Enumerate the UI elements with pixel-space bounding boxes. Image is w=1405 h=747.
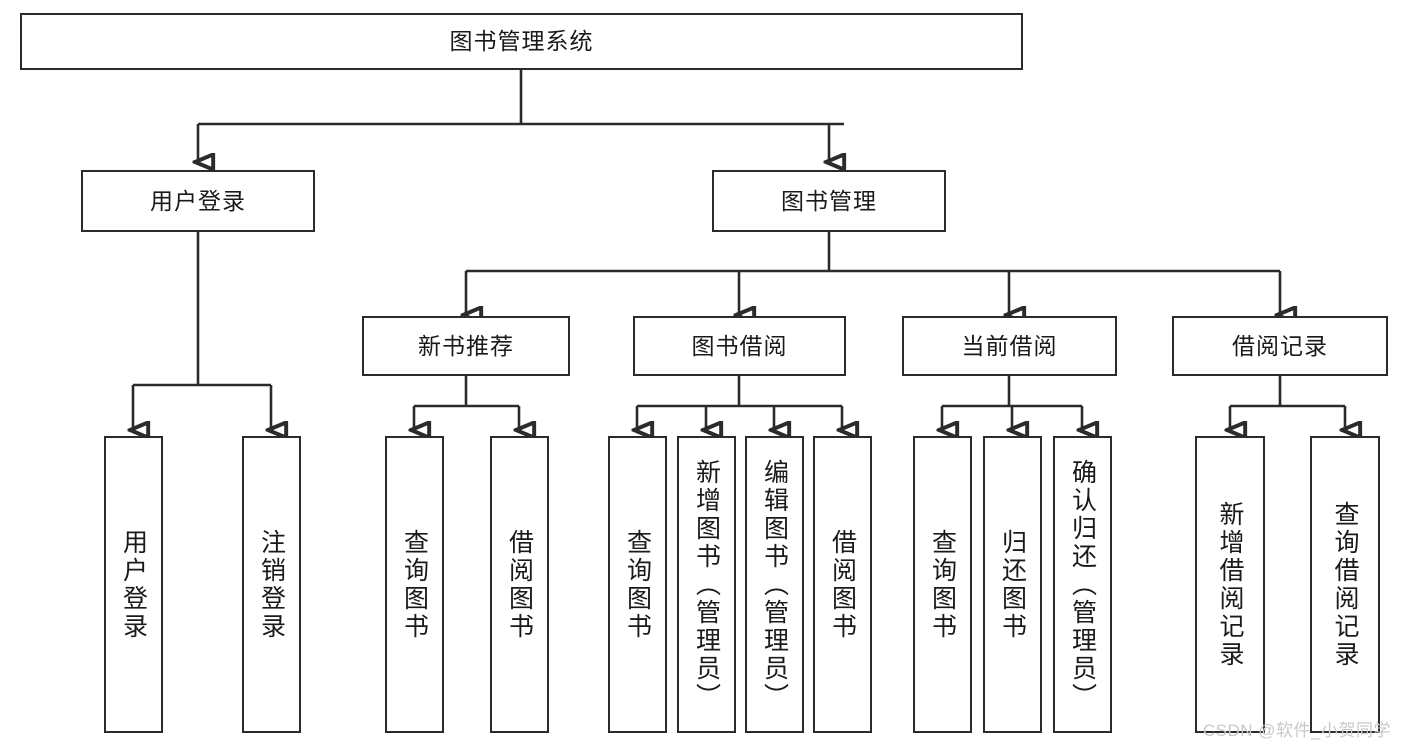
node-label: 图书借阅 [691, 332, 788, 359]
node-borrow-record[interactable]: 借阅记录 [1172, 316, 1388, 376]
csdn-watermark: CSDN @软件_小贺同学 [1202, 721, 1391, 740]
node-label: 新增借阅记录 [1216, 500, 1244, 669]
leaf-book-borrow-add-book-admin[interactable]: 新增图书（管理员） [677, 436, 736, 733]
leaf-borrow-record-query-record[interactable]: 查询借阅记录 [1310, 436, 1380, 733]
leaf-new-book-query-book[interactable]: 查询图书 [385, 436, 444, 733]
leaf-book-borrow-borrow-book[interactable]: 借阅图书 [813, 436, 872, 733]
node-label: 借阅图书 [828, 528, 857, 641]
node-label: 用户登录 [119, 528, 148, 641]
node-book-management[interactable]: 图书管理 [712, 170, 946, 232]
node-label: 查询图书 [928, 528, 957, 641]
leaf-book-borrow-edit-book-admin[interactable]: 编辑图书（管理员） [745, 436, 804, 733]
leaf-current-borrow-query-book[interactable]: 查询图书 [913, 436, 972, 733]
node-label: 图书管理系统 [449, 28, 594, 55]
node-label: 借阅图书 [505, 528, 534, 641]
node-label: 图书管理 [781, 187, 877, 214]
node-new-book-recommend[interactable]: 新书推荐 [362, 316, 570, 376]
leaf-current-borrow-return-book[interactable]: 归还图书 [983, 436, 1042, 733]
node-label: 归还图书 [998, 528, 1027, 641]
leaf-book-borrow-query-book[interactable]: 查询图书 [608, 436, 667, 733]
leaf-user-login-logout[interactable]: 注销登录 [242, 436, 301, 733]
leaf-borrow-record-add-record[interactable]: 新增借阅记录 [1195, 436, 1265, 733]
node-label: 当前借阅 [961, 332, 1058, 359]
node-user-login[interactable]: 用户登录 [81, 170, 315, 232]
node-current-borrow[interactable]: 当前借阅 [902, 316, 1117, 376]
node-label: 借阅记录 [1232, 332, 1328, 359]
node-book-borrow[interactable]: 图书借阅 [633, 316, 846, 376]
node-label: 新增图书（管理员） [692, 458, 721, 711]
node-label: 用户登录 [150, 187, 246, 214]
leaf-user-login-login[interactable]: 用户登录 [104, 436, 163, 733]
node-label: 确认归还（管理员） [1068, 458, 1097, 711]
node-label: 新书推荐 [418, 332, 514, 359]
node-root-book-management-system[interactable]: 图书管理系统 [20, 13, 1023, 70]
leaf-new-book-borrow-book[interactable]: 借阅图书 [490, 436, 549, 733]
node-label: 查询借阅记录 [1331, 500, 1359, 669]
node-label: 查询图书 [400, 528, 429, 641]
leaf-current-borrow-confirm-return-admin[interactable]: 确认归还（管理员） [1053, 436, 1112, 733]
node-label: 注销登录 [257, 528, 286, 641]
node-label: 编辑图书（管理员） [760, 458, 789, 711]
node-label: 查询图书 [623, 528, 652, 641]
